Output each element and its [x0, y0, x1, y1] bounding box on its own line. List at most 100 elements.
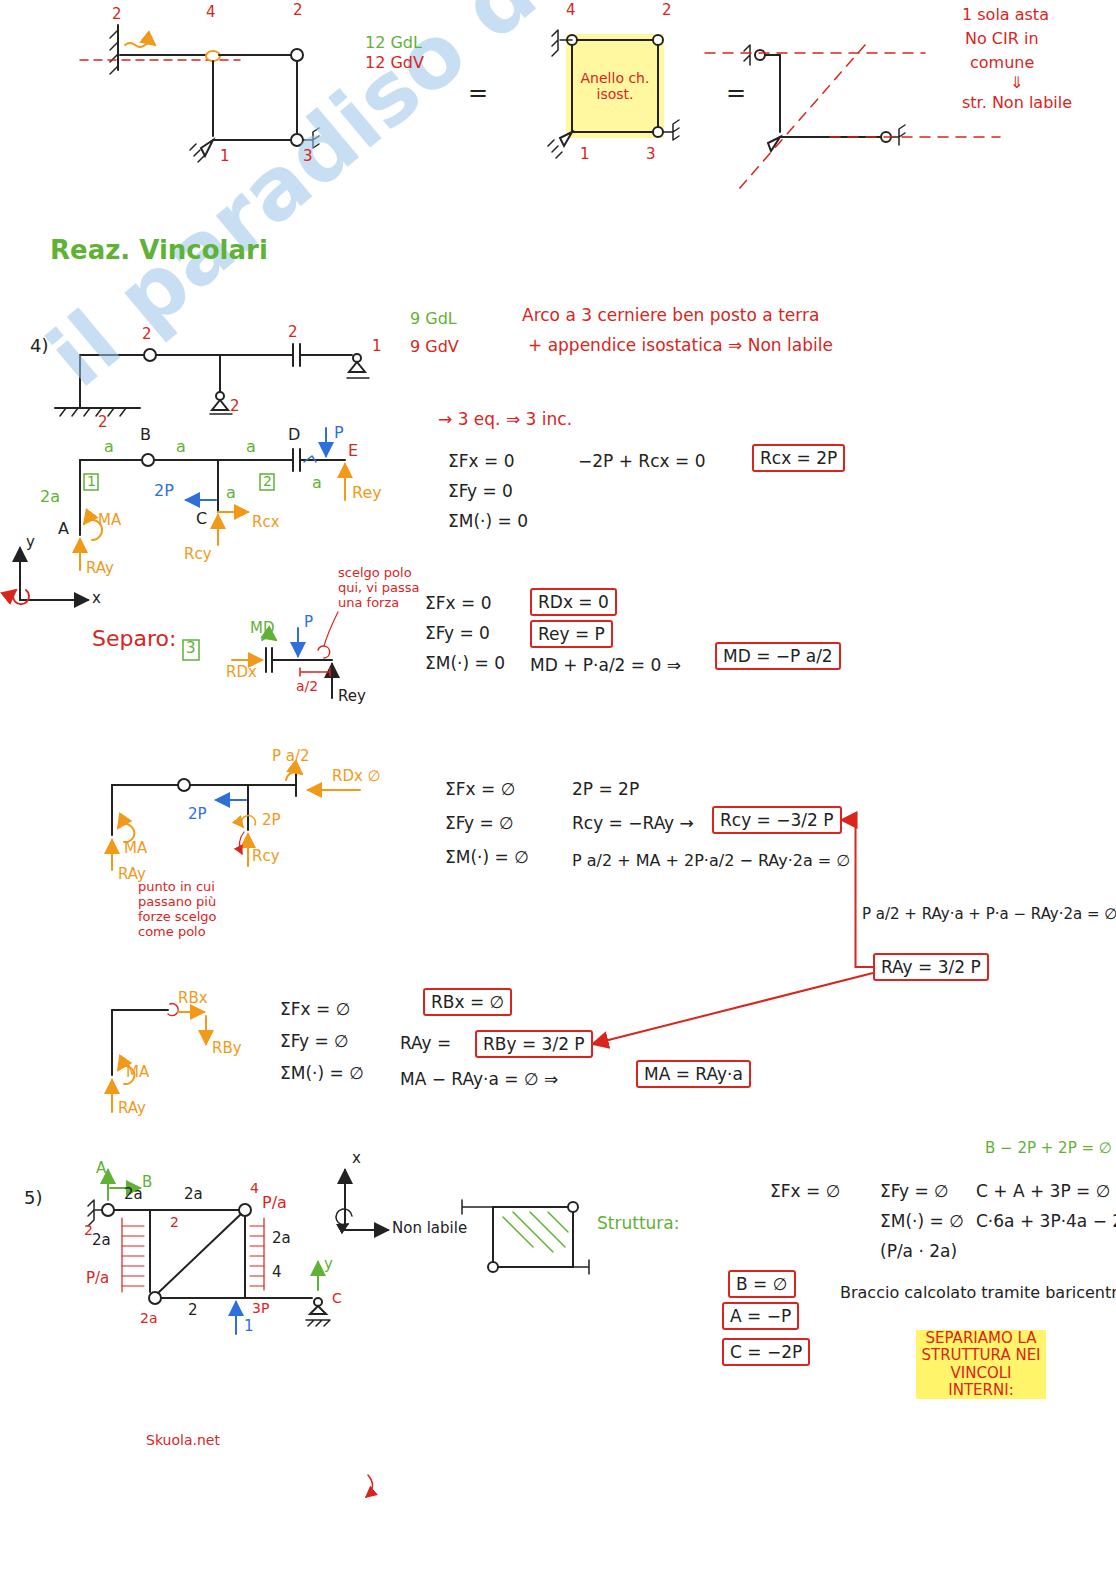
node-text: Rcy = −3/2 P [720, 810, 834, 830]
note-text: y [324, 1256, 333, 1273]
note-text: 1 [87, 473, 96, 489]
result-box: B = ∅ [728, 1270, 796, 1298]
note-text: Rcy = −RAy → [572, 814, 694, 834]
note-text: 2 [263, 473, 272, 489]
note-text: punto in cui passano più forze scelgo co… [138, 880, 248, 940]
note-text: A [58, 520, 69, 538]
node-text: C = −2P [730, 1342, 802, 1362]
note-text: P/a [86, 1270, 109, 1287]
note-text: Rcy [184, 546, 212, 563]
note-text: 2 [188, 1302, 198, 1319]
note-text: MD [250, 620, 275, 637]
note-text: P/a [262, 1194, 287, 1212]
note-text: 9 GdV [410, 338, 459, 356]
note-text: C [332, 1290, 342, 1306]
note-text: ΣFx = ∅ [445, 780, 515, 800]
note-text: Rcy [252, 848, 280, 865]
note-text: E [348, 442, 358, 460]
note-text: 2a [40, 488, 60, 506]
result-box: Rcy = −3/2 P [712, 806, 842, 834]
note-text: MA [98, 512, 121, 529]
note-text: 2a [272, 1230, 291, 1247]
note-text: 4 [250, 1180, 259, 1196]
note-text: 2 [142, 326, 152, 343]
note-text: 4 [566, 2, 576, 19]
note-text: 12 GdL [365, 34, 422, 52]
note-text: str. Non labile [962, 94, 1072, 112]
note-text: ⇓ [1010, 74, 1023, 92]
note-text: MA [124, 840, 147, 857]
note-text: RAy [86, 560, 114, 577]
note-text: A [96, 1160, 106, 1177]
note-text: x [352, 1150, 361, 1167]
result-box: MA = RAy·a [636, 1060, 751, 1088]
note-text: 2 [230, 398, 240, 415]
note-text: 2P [188, 806, 207, 823]
node-text: RBy = 3/2 P [483, 1034, 585, 1054]
note-text: 1 [244, 1318, 254, 1335]
note-text: ΣFx = 0 [425, 594, 491, 614]
note-text: ΣFx = ∅ [770, 1182, 840, 1202]
note-text: MA − RAy·a = ∅ ⇒ [400, 1070, 558, 1090]
node-text: MD = −P a/2 [723, 646, 833, 666]
note-text: a [104, 438, 114, 456]
note-text: = [468, 80, 488, 108]
note-text: C [196, 510, 207, 528]
note-text: D [288, 426, 300, 444]
note-text: RDx [226, 664, 257, 681]
note-text: RBx [178, 990, 208, 1007]
note-text: Arco a 3 cerniere ben posto a terra [522, 306, 819, 326]
note-text: SEPARIAMO LA STRUTTURA NEI VINCOLI INTER… [916, 1330, 1046, 1399]
note-text: ΣFy = ∅ [445, 814, 514, 834]
note-text: 2 [98, 414, 108, 431]
note-text: ΣFy = ∅ [280, 1032, 349, 1052]
note-text: 3 [646, 146, 656, 163]
note-text: 2P [154, 482, 174, 500]
note-text: −2P + Rcx = 0 [578, 452, 705, 472]
note-text: ΣFy = ∅ [880, 1182, 949, 1202]
node-text: Rcx = 2P [760, 448, 837, 468]
result-box: Rcx = 2P [752, 444, 845, 472]
note-text: ΣFy = 0 [448, 482, 513, 502]
node-text: Anello ch. isost. [578, 70, 652, 102]
note-text: RBy [212, 1040, 242, 1057]
note-text: ΣM(·) = ∅ [880, 1212, 964, 1232]
isostatic-ring: Anello ch. isost. [572, 40, 658, 132]
note-text: Struttura: [597, 1214, 679, 1234]
result-box: A = −P [722, 1302, 799, 1330]
note-text: Rey [352, 484, 382, 502]
note-text: a [176, 438, 186, 456]
reference-arrow [593, 973, 873, 1044]
note-text: 2a [92, 1232, 111, 1249]
node-text: RAy = 3/2 P [881, 957, 981, 977]
note-text: ΣM(·) = 0 [425, 654, 505, 674]
note-text: scelgo polo qui, vi passa una forza [338, 566, 438, 611]
note-text: Non labile [392, 1220, 467, 1237]
note-text: 4 [272, 1264, 282, 1281]
result-box: RAy = 3/2 P [873, 953, 989, 981]
result-box: RDx = 0 [530, 588, 617, 616]
note-text: MA [126, 1064, 149, 1081]
note-text: RAy [118, 1100, 146, 1117]
note-text: Separo: [92, 626, 176, 651]
note-text: a/2 [296, 678, 318, 694]
note-text: x [92, 590, 101, 607]
note-text: ΣM(·) = ∅ [445, 848, 529, 868]
note-text: 1 [220, 148, 230, 165]
note-text: 2P = 2P [572, 780, 639, 800]
note-text: B [140, 426, 151, 444]
note-text: 2 [288, 324, 298, 341]
note-text: MD + P·a/2 = 0 ⇒ [530, 656, 681, 676]
note-text: 2 [84, 1222, 93, 1238]
note-text: B − 2P + 2P = ∅ [985, 1140, 1112, 1157]
note-text: Rcx [252, 514, 280, 531]
note-text: 2a [124, 1186, 143, 1203]
note-text: C·6a + 3P·4a − 2P a − Pa = ∅ [976, 1212, 1116, 1232]
note-text: 2 [170, 1214, 179, 1230]
note-text: P a/2 [272, 748, 310, 765]
node-text: A = −P [730, 1306, 791, 1326]
note-text: y [26, 534, 35, 551]
note-text: 2a [184, 1186, 203, 1203]
result-box: RBx = ∅ [423, 988, 512, 1016]
